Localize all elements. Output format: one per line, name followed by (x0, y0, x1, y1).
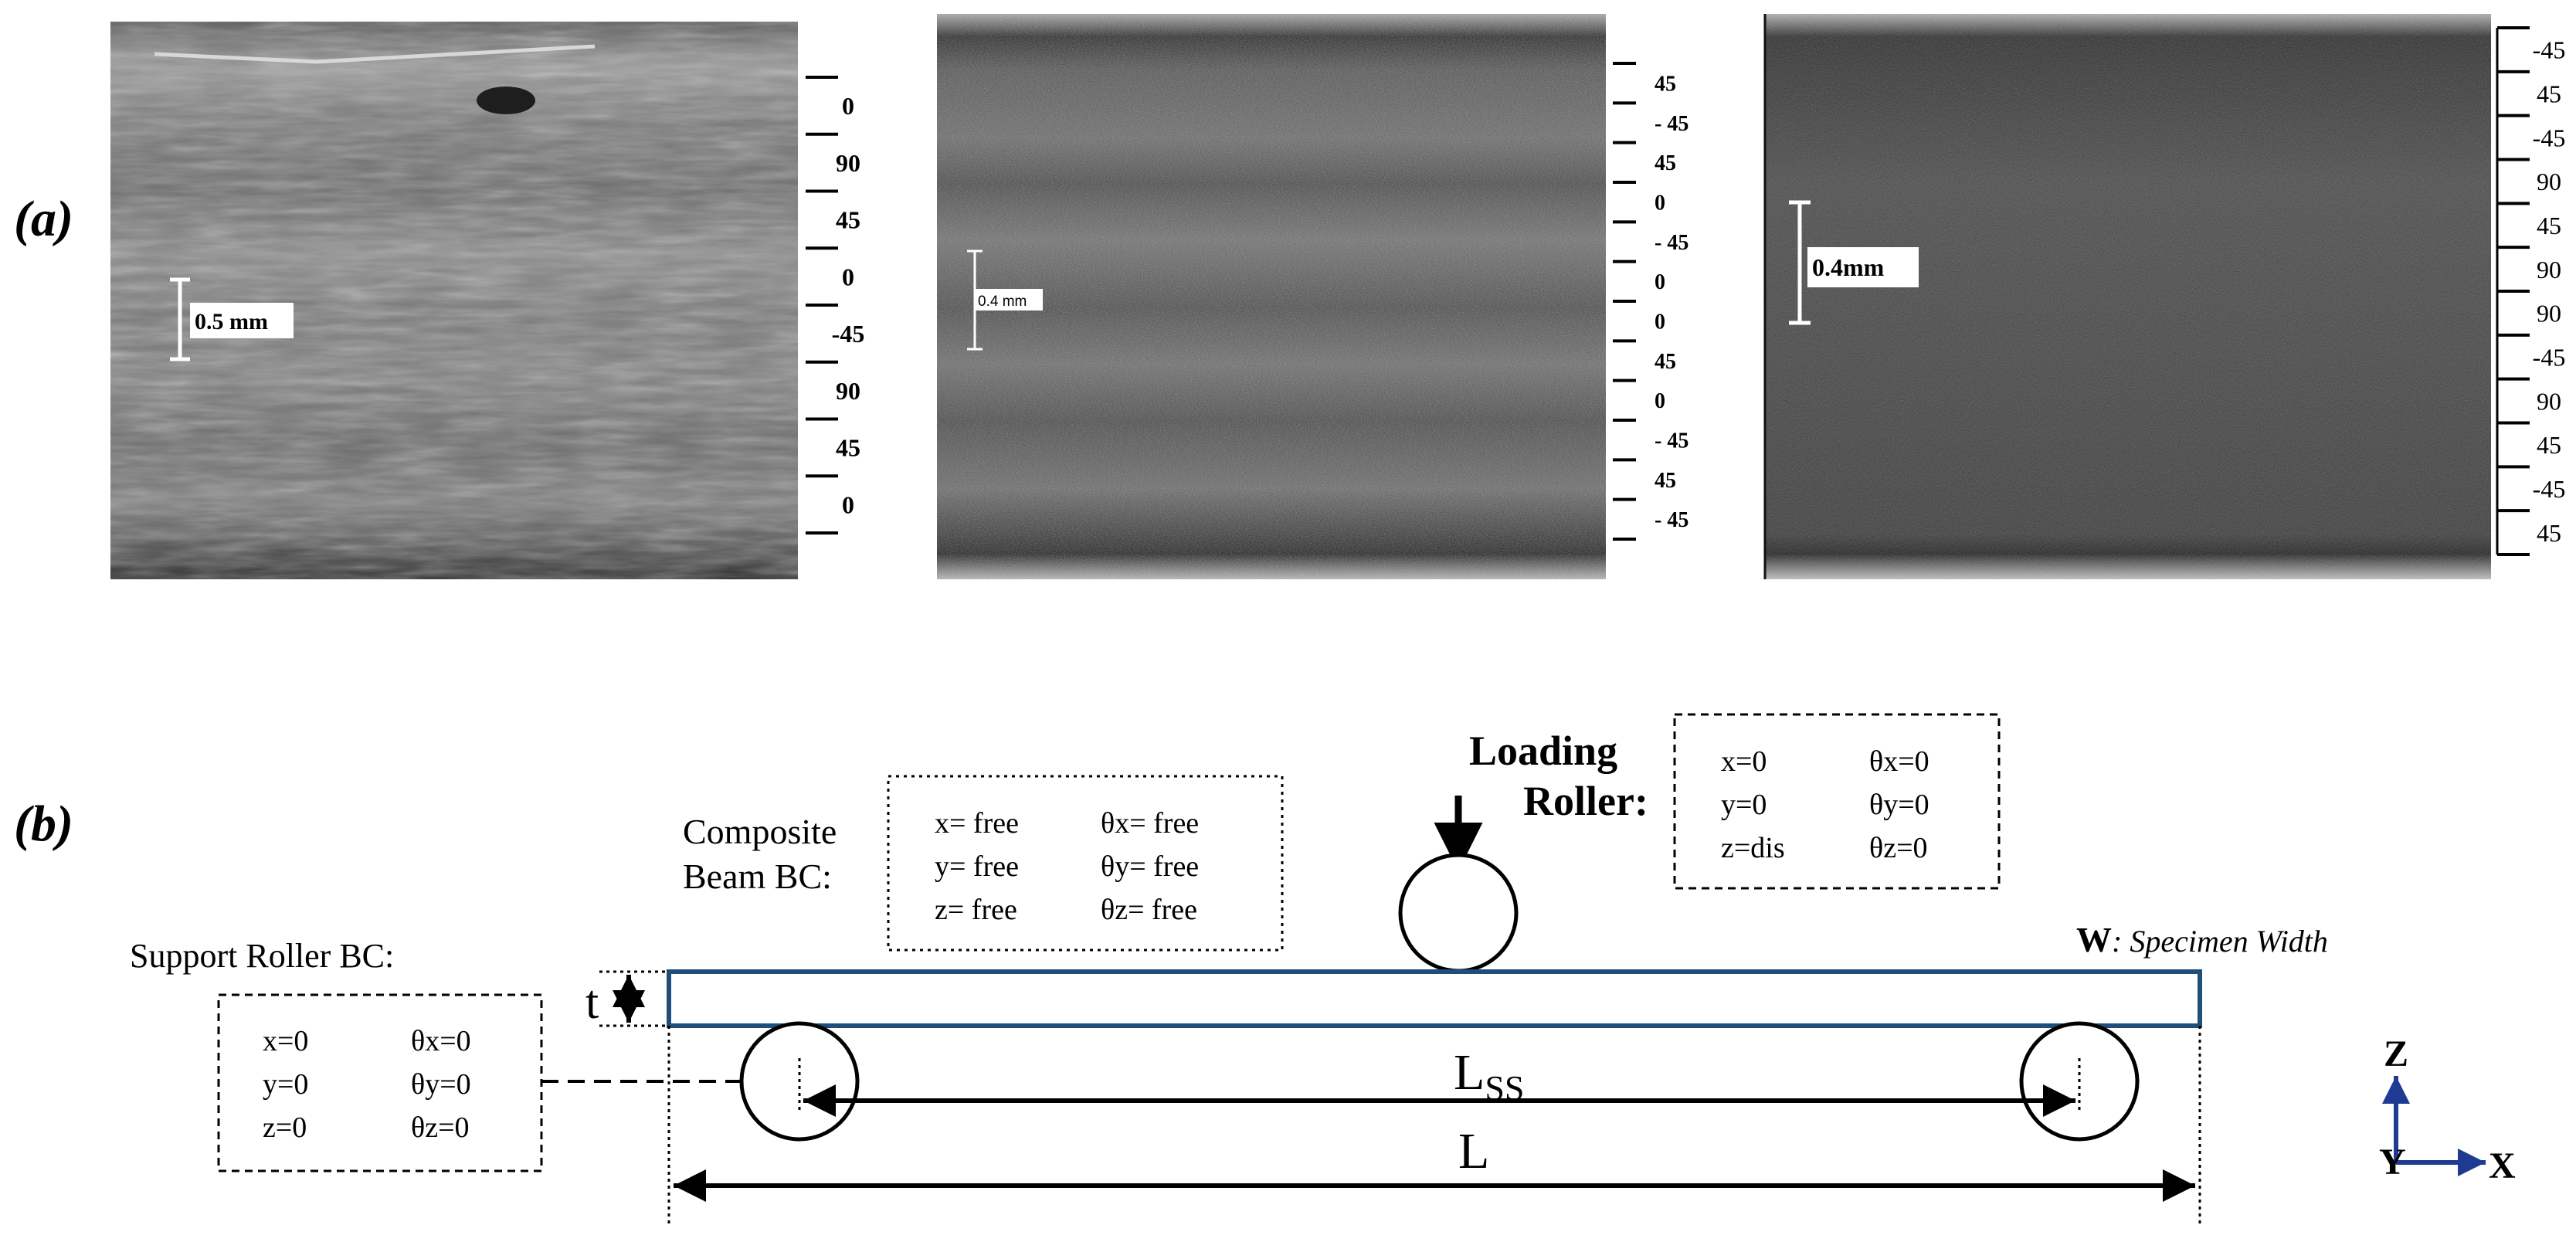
width-label: W: Specimen Width (2076, 920, 2328, 959)
width-text: : Specimen Width (2112, 924, 2328, 959)
layer-angle-label: 45 (1655, 350, 1676, 374)
layer-angle-label: -45 (2533, 475, 2566, 503)
width-symbol: W (2076, 920, 2112, 959)
layer-angle-label: 45 (2537, 80, 2561, 107)
thickness-symbol: t (585, 976, 599, 1029)
composite-beam-bc-box (887, 775, 1284, 952)
layer-angle-label: 0 (1655, 310, 1665, 334)
layer-angle-label: 45 (2537, 519, 2561, 547)
layer-angle-label: - 45 (1655, 429, 1688, 453)
bc-translation-value: z= free (935, 894, 1017, 926)
loading-roller-title-2: Roller: (1523, 778, 1648, 824)
layer-angle-label: 0 (1655, 191, 1665, 215)
layer-angle-label: 90 (836, 377, 860, 405)
composite-beam-bc-rows: x= free θx= free y= free θy= free z= free θz=… (935, 807, 1199, 926)
layer-angle-label: 45 (1655, 151, 1676, 175)
layer-angle-label: 0 (842, 490, 854, 518)
layer-angle-label: - 45 (1655, 508, 1688, 532)
layer-angle-label: 0 (842, 92, 854, 120)
composite-beam (667, 969, 2202, 1028)
bc-rotation-value: θx=0 (1869, 745, 1929, 778)
layer-angle-label: 90 (2537, 387, 2561, 415)
micrograph-3: 0.4mm -45 45 -45 90 45 90 90 -45 90 45 -45 45 (1763, 14, 2566, 579)
layer-angle-label: - 45 (1655, 231, 1688, 255)
bc-rotation-value: θy= free (1101, 850, 1199, 883)
layer-angle-label: 0 (1655, 270, 1665, 294)
bc-translation-value: y=0 (1721, 789, 1767, 821)
loading-roller (1398, 853, 1519, 973)
layer-angle-label: 90 (2537, 168, 2561, 195)
span-subscript: SS (1485, 1068, 1524, 1108)
layer-angle-label: 90 (2537, 300, 2561, 327)
layer-angle-label: 90 (836, 149, 860, 177)
micrograph-3-scale-label: 0.4mm (1812, 253, 1885, 281)
y-axis-label: Y (2379, 1142, 2406, 1183)
micrograph-2-layer-ticks: 45 - 45 45 0 - 45 0 0 45 0 - 45 45 - 45 (1613, 62, 1688, 541)
bc-translation-value: y= free (935, 850, 1019, 883)
micrograph-1-scale-bar: 0.5 mm (170, 277, 294, 361)
bc-translation-value: y=0 (263, 1068, 308, 1101)
micrograph-2-scale-bar: 0.4 mm (967, 249, 1043, 351)
layer-angle-label: -45 (2533, 124, 2566, 151)
support-roller-title: Support Roller BC: (130, 937, 394, 975)
bc-rotation-value: θx= free (1101, 807, 1199, 840)
x-axis-label: X (2489, 1145, 2516, 1186)
composite-beam-title-2: Beam BC: (683, 857, 832, 896)
bc-translation-value: x=0 (263, 1025, 308, 1057)
span-label: LSS (1454, 1044, 1525, 1108)
layer-angle-label: -45 (2533, 343, 2566, 371)
bc-rotation-value: θy=0 (1869, 789, 1929, 821)
layer-angle-label: 45 (2537, 212, 2561, 239)
bc-translation-value: x=0 (1721, 745, 1767, 778)
layer-angle-label: 90 (2537, 256, 2561, 283)
bc-rotation-value: θy=0 (411, 1068, 471, 1101)
layer-angle-label: 45 (836, 434, 860, 462)
micrograph-1: 0.5 mm 0 90 45 0 -45 90 45 0 (110, 22, 864, 579)
micrograph-1-void (477, 87, 535, 114)
micrograph-3-scale-bar: 0.4mm (1789, 200, 1919, 325)
length-symbol: L (1458, 1123, 1489, 1179)
z-axis-label: Z (2384, 1033, 2408, 1074)
layer-angle-label: 0 (842, 263, 854, 290)
micrograph-1-needle (154, 44, 596, 64)
bc-translation-value: x= free (935, 807, 1019, 840)
layer-angle-label: 45 (1655, 469, 1676, 493)
layer-angle-label: - 45 (1655, 112, 1688, 136)
micrograph-2-scale-label: 0.4 mm (978, 294, 1027, 310)
bc-rotation-value: θz= free (1101, 894, 1197, 926)
composite-beam-title-1: Composite (683, 812, 837, 851)
layer-angle-label: 45 (836, 206, 860, 234)
bc-rotation-value: θz=0 (1869, 832, 1928, 864)
loading-roller-title-1: Loading (1469, 728, 1617, 774)
micrograph-1-layer-ticks: 0 90 45 0 -45 90 45 0 (806, 76, 865, 534)
loading-roller-bc-box (1673, 713, 2001, 890)
layer-angle-label: 45 (2537, 431, 2561, 459)
layer-angle-label: 45 (1655, 72, 1676, 96)
loading-roller-bc-rows: x=0 θx=0 y=0 θy=0 z=dis θz=0 (1721, 745, 1929, 864)
panel-label-a: (a) (14, 191, 73, 247)
layer-angle-label: 0 (1655, 389, 1665, 413)
coordinate-axes: Z Y X (2379, 1033, 2516, 1186)
bc-rotation-value: θx=0 (411, 1025, 471, 1057)
micrograph-2: 0.4 mm 45 - 45 45 0 - 45 0 0 45 0 - 45 45 - 45 (937, 14, 1688, 579)
layer-angle-label: -45 (832, 320, 865, 348)
panel-label-b: (b) (14, 796, 73, 852)
support-roller-bc-rows: x=0 θx=0 y=0 θy=0 z=0 θz=0 (263, 1025, 471, 1144)
layer-angle-label: -45 (2533, 36, 2566, 64)
bc-translation-value: z=0 (263, 1111, 307, 1144)
bc-rotation-value: θz=0 (411, 1111, 470, 1144)
micrograph-1-scale-label: 0.5 mm (195, 309, 268, 334)
bc-translation-value: z=dis (1721, 832, 1785, 864)
span-symbol: L (1454, 1044, 1485, 1101)
micrograph-3-layer-ticks: -45 45 -45 90 45 90 90 -45 90 45 -45 45 (2496, 26, 2566, 556)
